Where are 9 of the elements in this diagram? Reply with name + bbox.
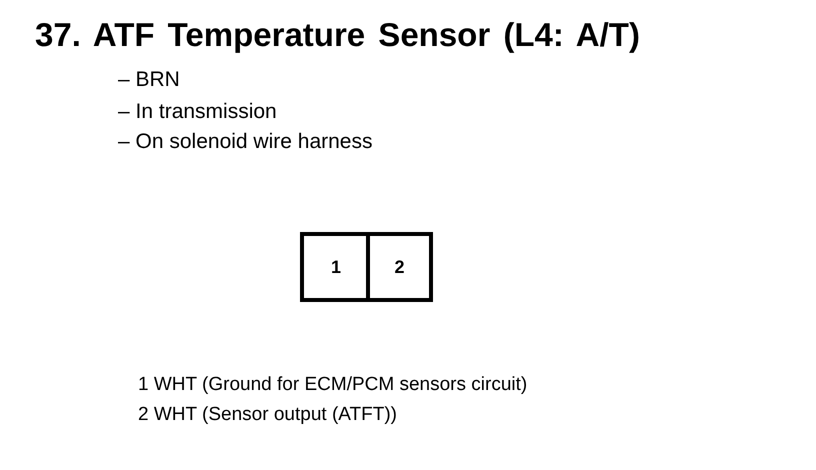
color-note: – BRN	[118, 68, 180, 92]
location-note: – In transmission	[118, 100, 277, 124]
pin-cell: 1	[304, 236, 368, 298]
pin-cell: 2	[366, 236, 429, 298]
pin-description: 1 WHT (Ground for ECM/PCM sensors circuit)	[138, 374, 528, 396]
location-note: – On solenoid wire harness	[118, 130, 372, 154]
title: 37. ATF Temperature Sensor (L4: A/T)	[35, 16, 640, 54]
connector-outline	[300, 232, 433, 302]
pin-description: 2 WHT (Sensor output (ATFT))	[138, 404, 398, 426]
